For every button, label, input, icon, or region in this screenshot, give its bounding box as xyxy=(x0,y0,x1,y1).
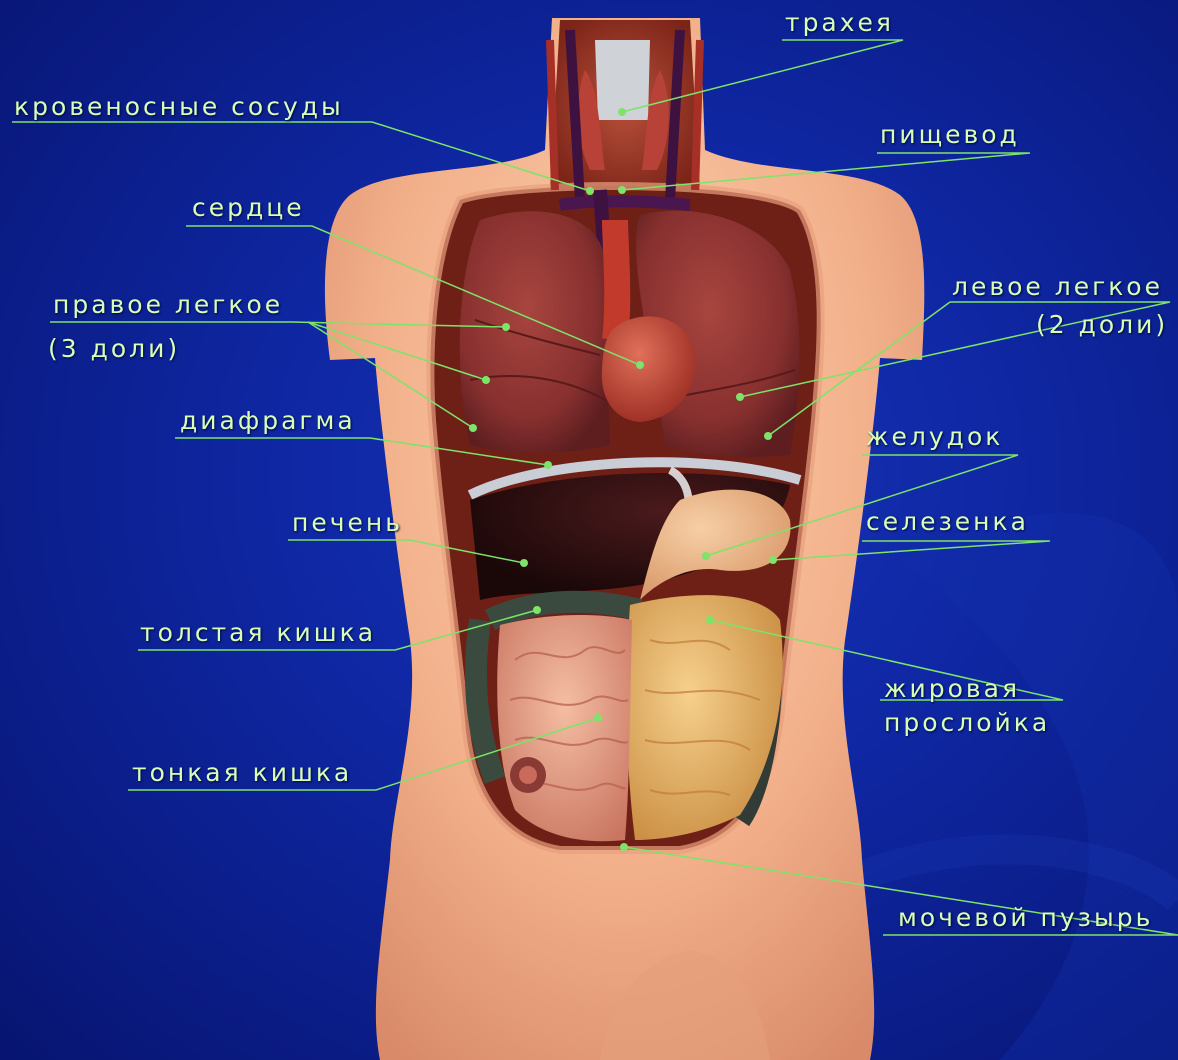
label-blood-vessels: кровеносные сосуды xyxy=(14,92,344,122)
label-fat-layer-1: жировая xyxy=(884,674,1020,704)
label-liver: печень xyxy=(292,508,403,538)
label-right-lung-lobes: (3 доли) xyxy=(48,334,180,364)
label-left-lung: левое легкое xyxy=(952,272,1163,302)
label-trachea: трахея xyxy=(785,8,894,38)
right-lung-shape xyxy=(460,211,610,452)
label-colon: толстая кишка xyxy=(140,618,376,648)
label-esophagus: пищевод xyxy=(880,120,1020,150)
label-bladder: мочевой пузырь xyxy=(898,903,1153,933)
label-heart: сердце xyxy=(192,193,305,223)
label-spleen: селезенка xyxy=(866,507,1029,537)
label-diaphragm: диафрагма xyxy=(180,406,356,436)
label-small-intestine: тонкая кишка xyxy=(132,758,352,788)
label-left-lung-lobes: (2 доли) xyxy=(1036,310,1168,340)
label-stomach: желудок xyxy=(866,422,1003,452)
label-fat-layer-2: прослойка xyxy=(884,708,1050,738)
label-right-lung: правое легкое xyxy=(53,290,283,320)
